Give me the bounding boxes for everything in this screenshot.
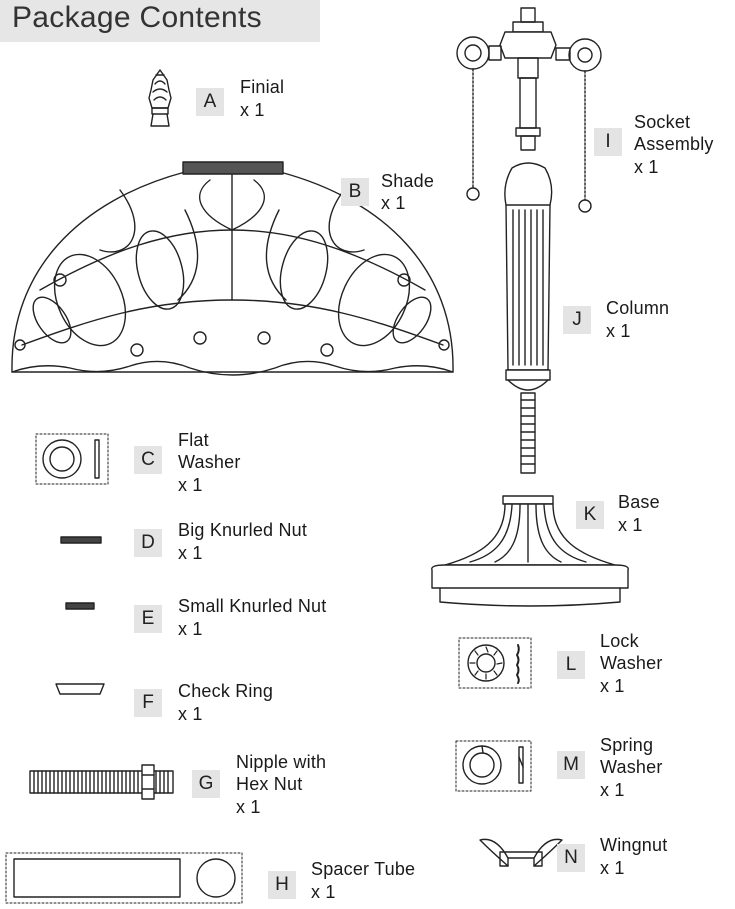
part-qty-spring-washer: x 1 bbox=[600, 779, 625, 801]
part-qty-wingnut: x 1 bbox=[600, 857, 625, 879]
part-qty-check-ring: x 1 bbox=[178, 703, 203, 725]
part-letter-l: L bbox=[557, 651, 585, 679]
part-letter-k: K bbox=[576, 501, 604, 529]
part-letter-m: M bbox=[557, 751, 585, 779]
part-letter-n: N bbox=[557, 844, 585, 872]
part-letter-j: J bbox=[563, 306, 591, 334]
part-letter-g: G bbox=[192, 770, 220, 798]
part-letter-b: B bbox=[341, 178, 369, 206]
part-name-shade: Shade bbox=[381, 170, 434, 192]
part-letter-i: I bbox=[594, 128, 622, 156]
part-letter-a: A bbox=[196, 88, 224, 116]
part-qty-finial: x 1 bbox=[240, 99, 265, 121]
part-name-column: Column bbox=[606, 297, 669, 319]
nipple-drawing bbox=[30, 765, 173, 799]
small-knurled-nut-drawing bbox=[66, 603, 94, 609]
part-name-base: Base bbox=[618, 491, 660, 513]
part-name-flat-washer: Flat Washer bbox=[178, 429, 241, 473]
part-qty-socket-assembly: x 1 bbox=[634, 156, 659, 178]
part-name-socket-assembly: Socket Assembly bbox=[634, 111, 714, 155]
part-name-check-ring: Check Ring bbox=[178, 680, 273, 702]
big-knurled-nut-drawing bbox=[61, 537, 101, 543]
part-qty-flat-washer: x 1 bbox=[178, 474, 203, 496]
part-qty-small-knurled-nut: x 1 bbox=[178, 618, 203, 640]
flat-washer-drawing bbox=[36, 434, 108, 484]
part-qty-nipple-with-hex-nut: x 1 bbox=[236, 796, 261, 818]
part-qty-big-knurled-nut: x 1 bbox=[178, 542, 203, 564]
part-name-spring-washer: Spring Washer bbox=[600, 734, 663, 778]
part-name-small-knurled-nut: Small Knurled Nut bbox=[178, 595, 326, 617]
part-letter-d: D bbox=[134, 529, 162, 557]
lock-washer-drawing bbox=[459, 638, 531, 688]
part-qty-spacer-tube: x 1 bbox=[311, 881, 336, 903]
finial-drawing bbox=[149, 70, 171, 126]
part-name-lock-washer: Lock Washer bbox=[600, 630, 663, 674]
spring-washer-drawing bbox=[456, 741, 531, 791]
part-name-big-knurled-nut: Big Knurled Nut bbox=[178, 519, 307, 541]
part-letter-e: E bbox=[134, 605, 162, 633]
check-ring-drawing bbox=[56, 684, 104, 694]
part-qty-lock-washer: x 1 bbox=[600, 675, 625, 697]
spacer-tube-drawing bbox=[6, 853, 242, 903]
part-letter-c: C bbox=[134, 446, 162, 474]
wingnut-drawing bbox=[480, 839, 562, 866]
part-qty-base: x 1 bbox=[618, 514, 643, 536]
part-name-wingnut: Wingnut bbox=[600, 834, 667, 856]
part-letter-h: H bbox=[268, 871, 296, 899]
column-drawing bbox=[505, 163, 552, 473]
part-qty-shade: x 1 bbox=[381, 192, 406, 214]
part-qty-column: x 1 bbox=[606, 320, 631, 342]
part-name-finial: Finial bbox=[240, 76, 284, 98]
part-name-spacer-tube: Spacer Tube bbox=[311, 858, 415, 880]
part-name-nipple-with-hex-nut: Nipple with Hex Nut bbox=[236, 751, 326, 795]
part-letter-f: F bbox=[134, 689, 162, 717]
